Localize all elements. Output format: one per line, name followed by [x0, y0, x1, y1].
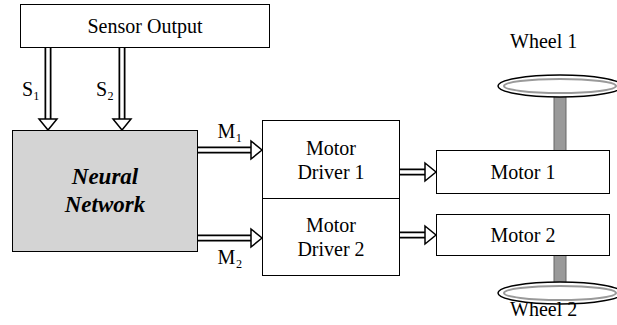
arrow-head [251, 229, 262, 247]
node-text: Motor 1 [491, 160, 556, 184]
wheel-rim [504, 79, 616, 93]
arrow-shaft [198, 235, 252, 242]
arrow-shaft-inner [120, 48, 124, 120]
arrow-shaft [400, 169, 426, 176]
arrow-shaft [45, 48, 52, 120]
arrow-shaft-inner [46, 48, 50, 120]
arrow-shaft [119, 48, 126, 120]
signal-arrow [39, 48, 57, 130]
driver-box: Motor Driver 1 [262, 120, 400, 200]
wheel-rim [504, 286, 616, 300]
motor-box: Motor 2 [436, 214, 610, 256]
wheel-label: Wheel 2 [510, 298, 577, 320]
axle [554, 92, 566, 152]
wheel [498, 75, 617, 97]
node-text: Motor Driver 1 [281, 136, 381, 184]
arrow-head [39, 119, 57, 130]
arrow-head [425, 226, 436, 244]
node-text: Motor 2 [491, 223, 556, 247]
signal-arrow [198, 229, 262, 247]
signal-arrow [113, 48, 131, 130]
arrow-shaft-inner [400, 233, 426, 237]
node-text: Sensor Output [88, 14, 203, 38]
signal-name: S₁ [22, 78, 40, 100]
arrow-head [113, 119, 131, 130]
arrow-head [425, 163, 436, 181]
node-text: Neural Network [50, 163, 160, 218]
arrow-shaft-inner [198, 236, 252, 240]
sensor-box: Sensor Output [20, 4, 270, 48]
network-box: Neural Network [12, 130, 198, 252]
driver-box: Motor Driver 2 [262, 198, 400, 276]
arrow-shaft [198, 147, 252, 154]
signal-name: M₁ [218, 120, 243, 142]
wheel-label: Wheel 1 [510, 30, 577, 52]
arrow-shaft-inner [400, 170, 426, 174]
arrow-shaft-inner [198, 148, 252, 152]
signal-arrow [198, 141, 262, 159]
signal-name: S₂ [96, 78, 114, 100]
node-text: Motor Driver 2 [281, 213, 381, 261]
arrow-shaft [400, 232, 426, 239]
signal-arrow [400, 226, 436, 244]
motor-box: Motor 1 [436, 150, 610, 194]
signal-name: M₂ [218, 246, 243, 268]
signal-arrow [400, 163, 436, 181]
arrow-head [251, 141, 262, 159]
